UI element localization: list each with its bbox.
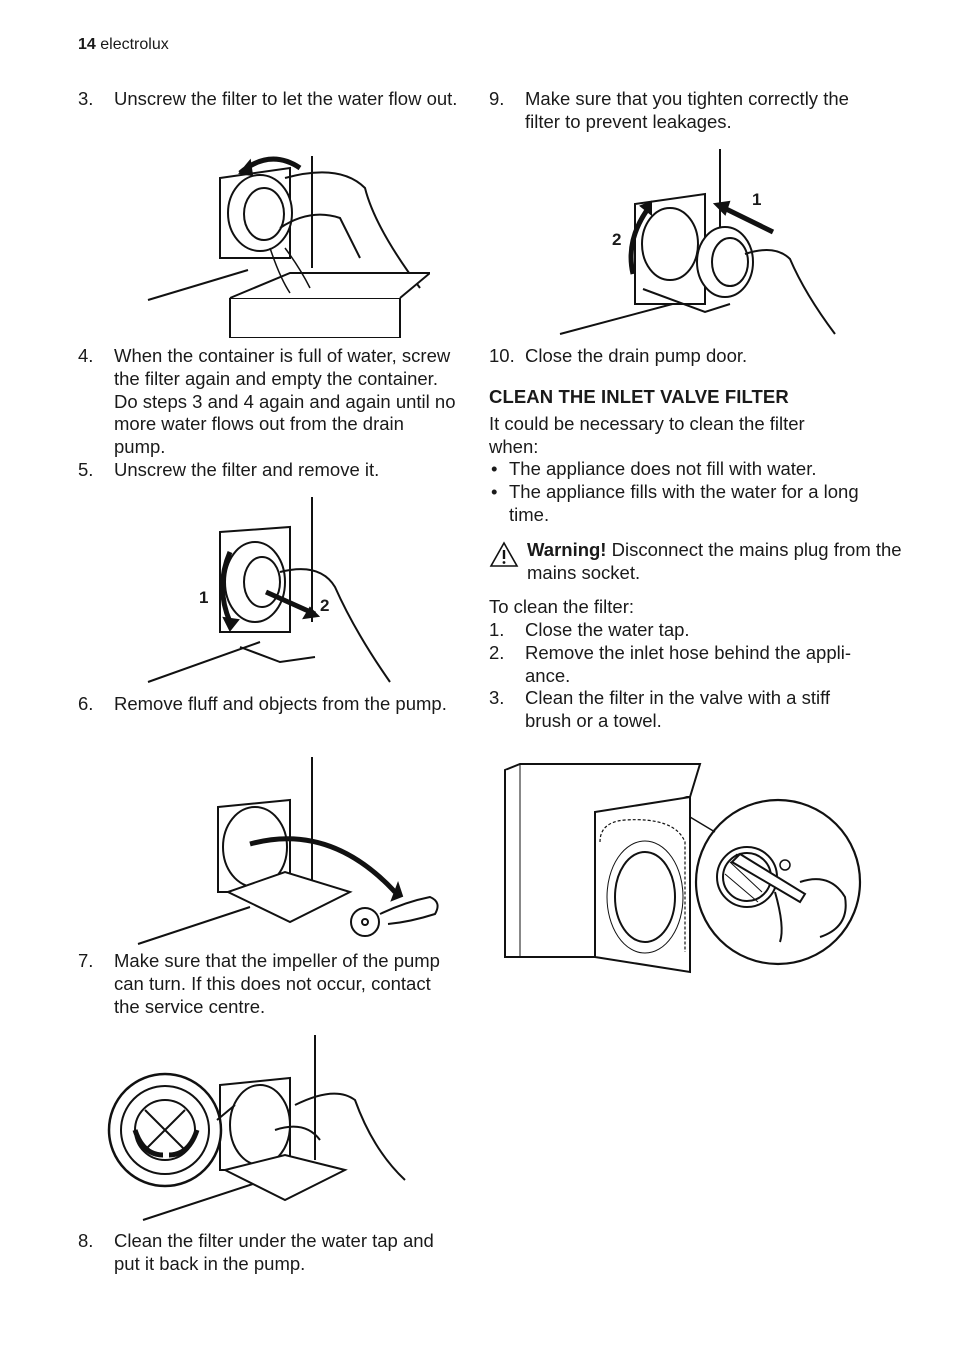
page-number: 14	[78, 36, 96, 53]
warning-box: Warning! Disconnect the mains plug from …	[489, 539, 907, 585]
step-number: 9.	[489, 88, 505, 109]
list-item: •The appliance fills with the water for …	[491, 480, 859, 525]
step-5: 5. Unscrew the filter and remove it.	[78, 459, 460, 482]
step-text: Unscrew the filter to let the water flow…	[114, 88, 458, 109]
brand-name: electrolux	[100, 36, 169, 53]
list-item: 1.Close the water tap.	[489, 619, 690, 640]
page-header: 14 electrolux	[78, 36, 169, 54]
figure-label-2: 2	[612, 230, 622, 249]
impeller-check-illustration	[105, 1030, 425, 1225]
figure-label-1: 1	[752, 190, 762, 209]
step-8: 8. Clean the filter under the water tap a…	[78, 1230, 460, 1276]
step-number: 5.	[78, 459, 94, 480]
section-title: CLEAN THE INLET VALVE FILTER	[489, 386, 789, 407]
list-item: 2.Remove the inlet hose behind the appli…	[489, 641, 852, 686]
warning-triangle-icon	[489, 541, 519, 574]
step-number: 7.	[78, 950, 94, 971]
step-number: 8.	[78, 1230, 94, 1251]
to-clean-label: To clean the filter:	[489, 596, 634, 617]
figure-label-1: 1	[199, 588, 209, 607]
step-text: Make sure that you tighten correctly the…	[525, 88, 849, 132]
warning-text: Disconnect the mains plug from the mains…	[527, 539, 902, 583]
remove-filter-illustration: 1 2	[140, 492, 430, 687]
unscrew-filter-illustration	[140, 148, 430, 338]
step-text: Clean the filter under the water tap and…	[114, 1230, 434, 1274]
list-item: 3.Clean the filter in the valve with a s…	[489, 687, 831, 732]
tighten-filter-illustration: 1 2	[555, 144, 845, 339]
step-number: 10.	[489, 345, 515, 366]
intro-text: It could be necessary to clean the filte…	[489, 413, 805, 457]
step-10: 10. Close the drain pump door.	[489, 345, 881, 368]
step-text: Remove fluff and objects from the pump.	[114, 693, 447, 714]
step-4: 4. When the container is full of water, s…	[78, 345, 460, 459]
figure-label-2: 2	[320, 596, 330, 615]
step-7: 7. Make sure that the impeller of the pum…	[78, 950, 460, 1018]
step-text: When the container is full of water, scr…	[114, 345, 456, 458]
step-text: Make sure that the impeller of the pump …	[114, 950, 440, 1017]
step-text: Close the drain pump door.	[525, 345, 748, 366]
remove-fluff-illustration	[130, 752, 450, 947]
step-9: 9. Make sure that you tighten correctly t…	[489, 88, 881, 134]
list-item: •The appliance does not fill with water.	[491, 458, 817, 479]
inlet-filter-cleaning-illustration	[500, 762, 865, 982]
step-number: 3.	[78, 88, 94, 109]
step-3: 3. Unscrew the filter to let the water fl…	[78, 88, 460, 111]
step-6: 6. Remove fluff and objects from the pump…	[78, 693, 460, 716]
step-number: 4.	[78, 345, 94, 366]
clean-steps: 1.Close the water tap. 2.Remove the inle…	[489, 619, 881, 733]
warning-label: Warning!	[527, 539, 607, 560]
bullet-list: •The appliance does not fill with water.…	[489, 458, 881, 526]
step-number: 6.	[78, 693, 94, 714]
step-text: Unscrew the filter and remove it.	[114, 459, 380, 480]
